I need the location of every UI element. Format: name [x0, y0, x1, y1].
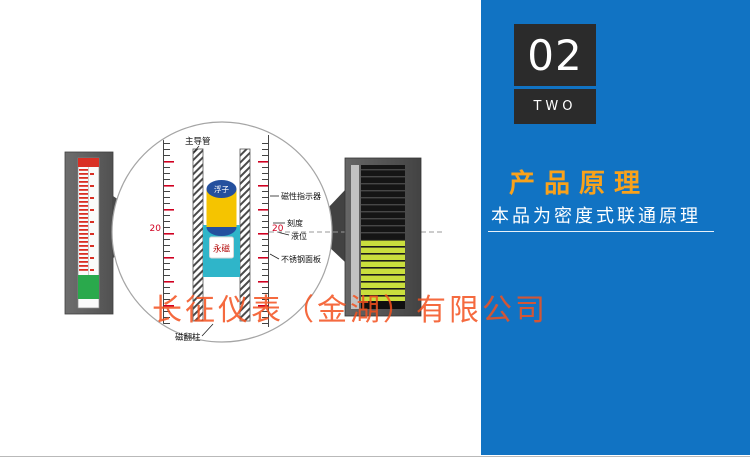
gauge-top-cap — [78, 158, 99, 167]
magnet-box — [209, 236, 234, 259]
section-title: 产品原理 — [509, 169, 650, 199]
section-number-word: TWO — [533, 99, 577, 114]
magnifier-contents — [163, 135, 269, 327]
slide-bottom-border — [0, 456, 750, 457]
flap-column-label: 磁翻柱 — [175, 332, 201, 343]
company-watermark: 长征仪表（金湖）有限公司 — [152, 293, 548, 328]
indicator-dark-flaps — [361, 165, 405, 239]
magnetic-indicator-label: 磁性指示器 — [281, 191, 321, 201]
gauge-red-flaps — [79, 169, 88, 273]
principle-diagram: 浮子 永磁 20 20 主导管 磁性指示器 刻度 液位 不锈钢面板 磁翻柱 — [64, 121, 444, 343]
gauge-scale-marks — [90, 171, 95, 273]
magnet-label: 永磁 — [213, 244, 231, 255]
subtitle-underline — [488, 231, 714, 232]
left-scale-value: 20 — [150, 224, 162, 234]
main-tube-label: 主导管 — [185, 136, 211, 147]
gauge-green-zone — [78, 275, 99, 299]
right-scale-value: 20 — [272, 224, 284, 234]
indicator-panel — [344, 157, 422, 317]
float-label: 浮子 — [214, 184, 229, 194]
section-subtitle: 本品为密度式联通原理 — [491, 206, 701, 227]
float-top-cap — [206, 180, 237, 198]
section-number: 02 — [527, 30, 583, 80]
section-number-box: 02 — [514, 24, 596, 86]
scale-label: 刻度 — [287, 218, 303, 228]
steel-panel-label: 不锈钢面板 — [281, 254, 321, 264]
section-number-word-box: TWO — [514, 89, 596, 124]
indicator-yellow-flaps — [361, 239, 405, 301]
left-level-gauge — [64, 151, 114, 315]
right-blue-panel: 02 TWO 产品原理 本品为密度式联通原理 — [481, 0, 750, 455]
indicator-panel-scale-strip — [351, 165, 359, 309]
liquid-level-label: 液位 — [291, 231, 307, 241]
